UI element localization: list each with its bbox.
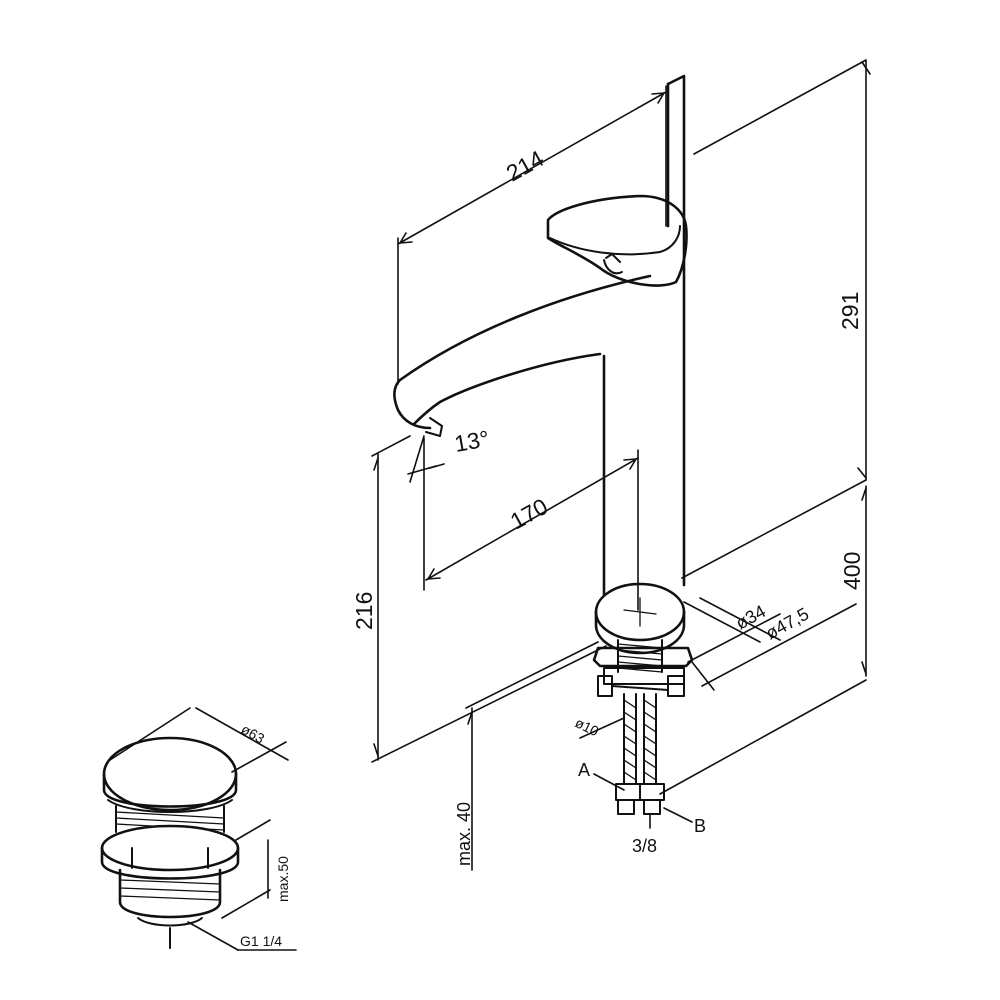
dimension-214 — [397, 85, 667, 385]
dim-label-216: 216 — [351, 592, 377, 630]
dim-label-3-8: 3/8 — [632, 836, 657, 856]
hose-label-a: A — [578, 760, 590, 780]
dimension-g1-1-4 — [187, 921, 297, 951]
dim-label-g1-1-4: G1 1/4 — [240, 933, 282, 949]
dimension-400 — [659, 479, 867, 795]
dimension-max50 — [221, 819, 271, 919]
dim-label-max50: max.50 — [275, 856, 291, 902]
dimension-d63 — [109, 707, 289, 773]
hose-label-b: B — [694, 816, 706, 836]
pop-up-waste — [100, 736, 240, 949]
dim-label-max40: max. 40 — [454, 802, 474, 866]
dim-label-214: 214 — [502, 145, 548, 186]
faucet-body — [393, 74, 694, 815]
dim-label-d47-5: ø47,5 — [762, 604, 812, 644]
dim-label-d10: ø10 — [573, 714, 602, 739]
label-b-leader — [663, 807, 693, 823]
dim-label-d63: ø63 — [239, 721, 268, 747]
dimension-d10 — [579, 717, 625, 739]
dim-label-291: 291 — [837, 292, 863, 330]
dim-label-13-degrees: 13° — [452, 425, 491, 457]
dimension-d47-5 — [691, 603, 857, 691]
dimension-13-degrees — [407, 435, 445, 591]
dimension-170 — [425, 449, 639, 611]
dim-label-170: 170 — [506, 493, 552, 534]
dimension-216 — [371, 435, 607, 763]
dimension-d34 — [683, 597, 781, 663]
dim-label-400: 400 — [839, 552, 865, 590]
dimension-max40 — [465, 641, 599, 871]
label-a-leader — [593, 773, 625, 791]
dimension-291 — [693, 59, 871, 481]
